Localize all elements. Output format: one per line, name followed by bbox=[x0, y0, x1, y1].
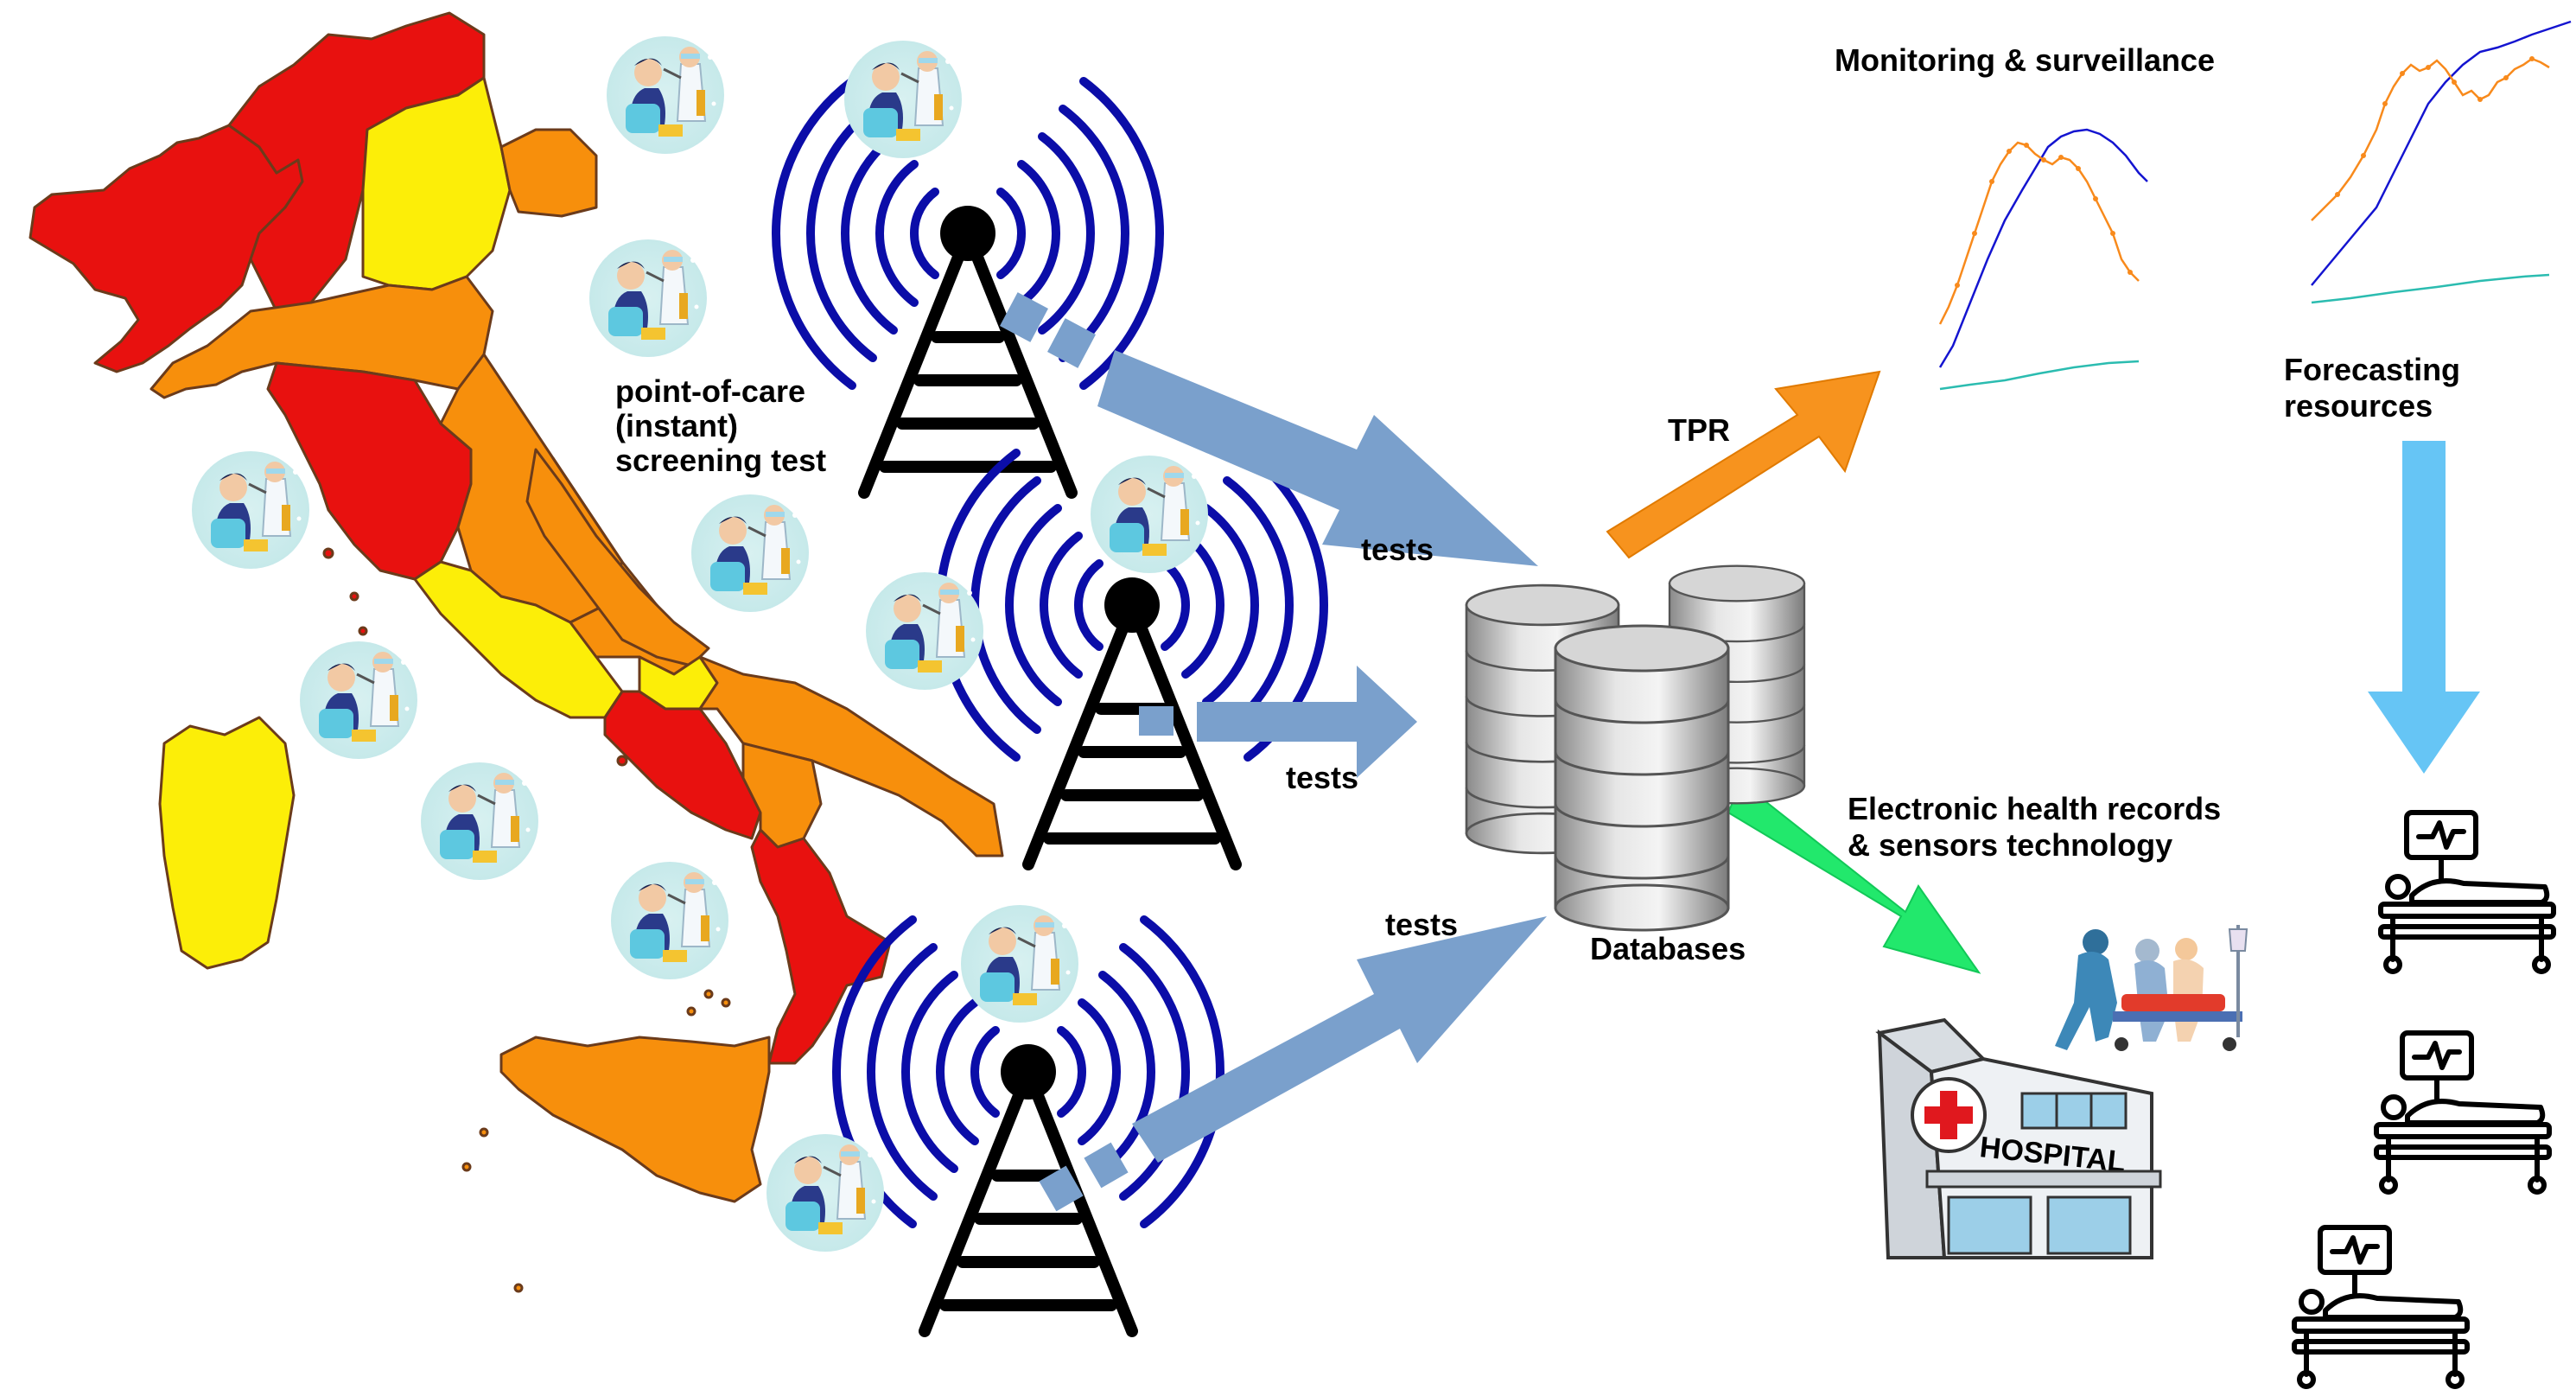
tests-label: tests bbox=[1286, 760, 1358, 795]
italy-map bbox=[29, 11, 1004, 1293]
poc-label-line3: screening test bbox=[615, 443, 826, 478]
forecasting-label-line2: resources bbox=[2284, 388, 2433, 424]
ehr-arrow bbox=[1727, 781, 1981, 974]
poc-label-line1: point-of-care bbox=[615, 373, 805, 409]
database-icon bbox=[1465, 564, 1806, 932]
screening-test-icon bbox=[588, 238, 709, 359]
forecasting-chart bbox=[2311, 20, 2572, 304]
region-friuli bbox=[499, 128, 598, 218]
tests-label: tests bbox=[1385, 907, 1458, 942]
hospital-bed-icon bbox=[2376, 1033, 2549, 1192]
screening-test-icon bbox=[1089, 454, 1210, 575]
region-abruzzo-fill bbox=[525, 448, 710, 667]
region-calabria bbox=[750, 828, 892, 1065]
region-sicily bbox=[499, 1036, 771, 1203]
region-sardinia bbox=[158, 716, 296, 970]
region-northeast bbox=[361, 76, 512, 291]
screening-test-icon bbox=[765, 1132, 886, 1253]
screening-test-icon bbox=[864, 571, 985, 692]
monitoring-label: Monitoring & surveillance bbox=[1835, 42, 2215, 78]
tpr-label: TPR bbox=[1668, 412, 1730, 448]
poc-label: point-of-care (instant) screening test bbox=[615, 373, 826, 478]
forecast-arrow bbox=[2368, 441, 2480, 774]
region-northwest bbox=[29, 124, 304, 373]
ehr-label-line1: Electronic health records bbox=[1848, 791, 2221, 826]
tests-arrows bbox=[1000, 292, 1547, 1212]
forecasting-label-line1: Forecasting bbox=[2284, 352, 2460, 387]
monitoring-chart bbox=[1938, 128, 2148, 391]
ehr-label-line2: & sensors technology bbox=[1848, 827, 2172, 863]
screening-test-icon bbox=[843, 39, 964, 160]
screening-test-icon bbox=[419, 761, 540, 882]
region-puglia bbox=[698, 655, 1004, 857]
screening-test-icon bbox=[609, 860, 730, 981]
screening-test-icon bbox=[959, 903, 1080, 1024]
screening-test-icon bbox=[690, 493, 811, 614]
hospital-bed-icon bbox=[2381, 813, 2554, 972]
tests-label: tests bbox=[1361, 532, 1434, 567]
tpr-arrow bbox=[1606, 370, 1881, 559]
screening-test-icon bbox=[190, 449, 311, 571]
antenna-tower-icon bbox=[776, 81, 1160, 493]
hospital-icon: HOSPITAL bbox=[1875, 1017, 2162, 1259]
region-tuscany bbox=[266, 361, 473, 581]
screening-test-icon bbox=[605, 35, 726, 156]
region-campania bbox=[603, 690, 762, 840]
databases-label: Databases bbox=[1590, 931, 1746, 966]
paramedics-icon bbox=[2055, 925, 2248, 1051]
hospital-bed-icon bbox=[2294, 1227, 2467, 1386]
screening-test-icon bbox=[298, 640, 419, 761]
poc-label-line2: (instant) bbox=[615, 408, 738, 443]
